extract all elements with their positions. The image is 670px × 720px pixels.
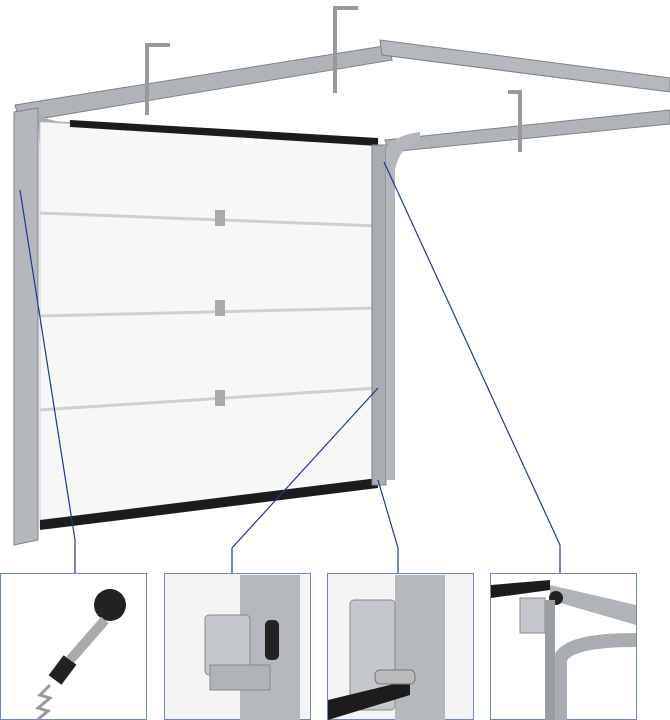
right-door-frame bbox=[371, 132, 420, 486]
detail-hinge-roller bbox=[164, 573, 311, 720]
detail-top-roller bbox=[490, 573, 637, 720]
detail-bottom-bracket bbox=[327, 573, 474, 720]
detail-cable-spring bbox=[0, 573, 147, 720]
door-panel bbox=[39, 120, 379, 530]
